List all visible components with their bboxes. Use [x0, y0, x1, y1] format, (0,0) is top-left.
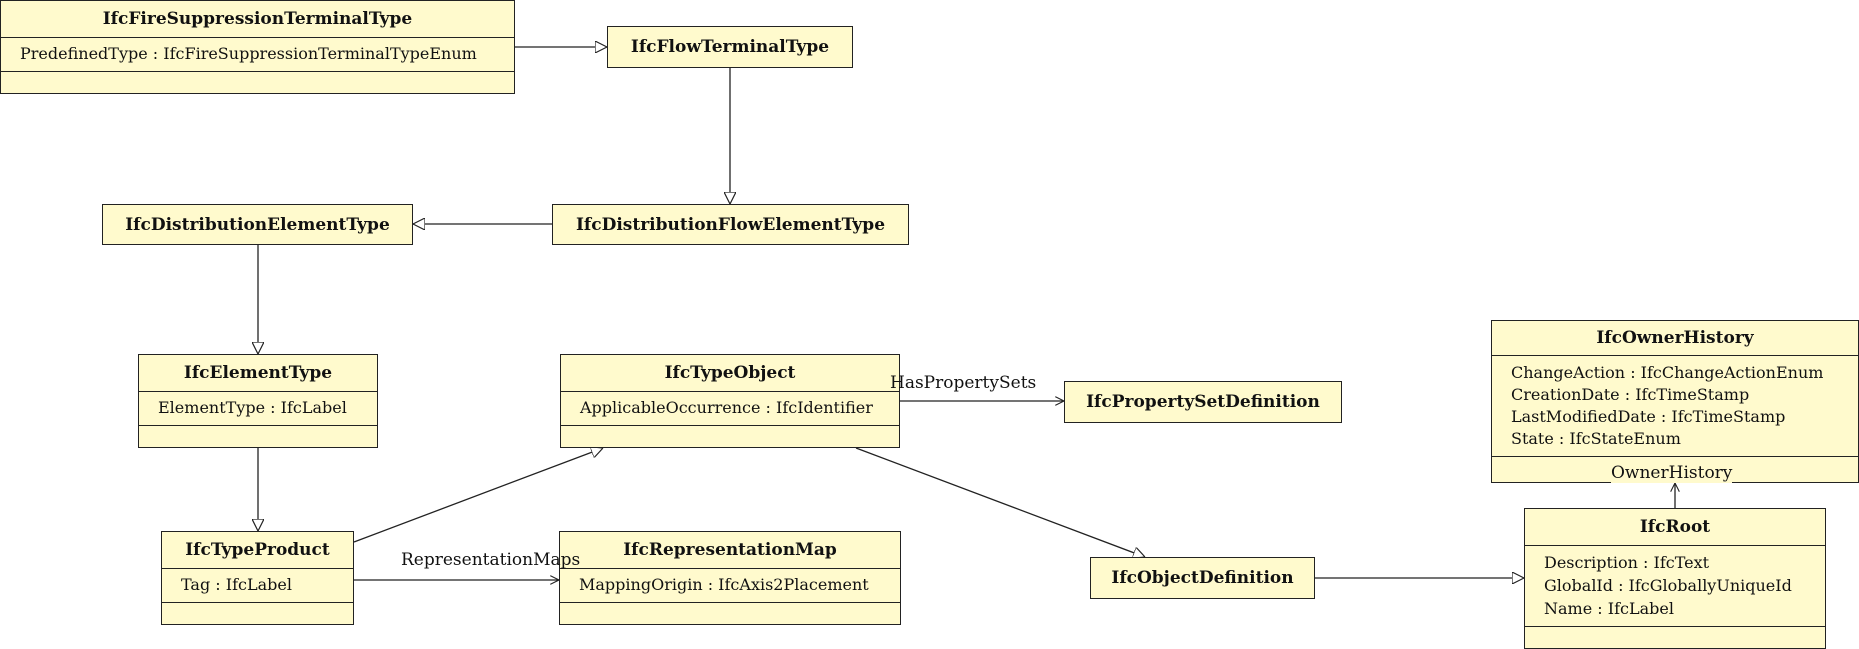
- association-label-representationmaps: RepresentationMaps: [401, 550, 581, 570]
- class-operations: [561, 425, 899, 444]
- class-ifcflowterminaltype[interactable]: IfcFlowTerminalType: [607, 26, 853, 68]
- class-name: IfcTypeProduct: [185, 540, 330, 560]
- class-operations: [560, 602, 900, 621]
- class-name: IfcPropertySetDefinition: [1086, 392, 1320, 412]
- class-name: IfcRepresentationMap: [623, 540, 837, 560]
- class-ifcpropertysetdefinition[interactable]: IfcPropertySetDefinition: [1064, 381, 1342, 423]
- attribute: ChangeAction : IfcChangeActionEnum: [1511, 363, 1824, 382]
- class-ifcfiresuppressionterminaltype[interactable]: IfcFireSuppressionTerminalType Predefine…: [0, 0, 515, 94]
- attribute: LastModifiedDate : IfcTimeStamp: [1511, 407, 1786, 426]
- class-ifctypeproduct[interactable]: IfcTypeProduct Tag : IfcLabel: [161, 531, 354, 625]
- attribute: State : IfcStateEnum: [1511, 429, 1681, 448]
- class-name: IfcFireSuppressionTerminalType: [102, 9, 413, 29]
- attribute: Tag : IfcLabel: [181, 575, 292, 594]
- attribute: ElementType : IfcLabel: [158, 398, 347, 417]
- class-name: IfcDistributionFlowElementType: [575, 215, 886, 235]
- class-name: IfcObjectDefinition: [1111, 568, 1294, 588]
- class-ifcdistributionelementtype[interactable]: IfcDistributionElementType: [102, 204, 413, 245]
- association-label-haspropertysets: HasPropertySets: [890, 373, 1037, 393]
- class-name: IfcTypeObject: [664, 363, 796, 383]
- class-attributes: Tag : IfcLabel: [162, 568, 353, 602]
- attribute: GlobalId : IfcGloballyUniqueId: [1544, 576, 1792, 595]
- attribute: Name : IfcLabel: [1544, 599, 1674, 618]
- attribute: PredefinedType : IfcFireSuppressionTermi…: [20, 44, 477, 63]
- class-operations: [1, 71, 514, 90]
- generalization-typeproduct-to-typeobject: [353, 448, 603, 543]
- attribute: CreationDate : IfcTimeStamp: [1511, 385, 1750, 404]
- class-ifcelementtype[interactable]: IfcElementType ElementType : IfcLabel: [138, 354, 378, 448]
- class-ifcroot[interactable]: IfcRoot Description : IfcText GlobalId :…: [1524, 508, 1826, 649]
- class-operations: [162, 602, 353, 621]
- class-attributes: ElementType : IfcLabel: [139, 391, 377, 425]
- generalization-typeobject-to-objectdefinition: [855, 447, 1145, 557]
- attribute: Description : IfcText: [1544, 553, 1710, 572]
- association-label-ownerhistory: OwnerHistory: [1611, 463, 1733, 483]
- class-operations: [1492, 456, 1858, 475]
- class-operations: [139, 425, 377, 444]
- attribute: MappingOrigin : IfcAxis2Placement: [579, 575, 869, 594]
- class-attributes: Description : IfcText GlobalId : IfcGlob…: [1525, 545, 1825, 626]
- class-ifcownerhistory[interactable]: IfcOwnerHistory ChangeAction : IfcChange…: [1491, 320, 1859, 483]
- class-name: IfcElementType: [183, 363, 333, 383]
- class-ifcdistributionflowelementtype[interactable]: IfcDistributionFlowElementType: [552, 204, 909, 245]
- class-name: IfcFlowTerminalType: [630, 37, 830, 57]
- attribute: ApplicableOccurrence : IfcIdentifier: [580, 398, 873, 417]
- class-attributes: ChangeAction : IfcChangeActionEnum Creat…: [1492, 355, 1858, 456]
- class-attributes: ApplicableOccurrence : IfcIdentifier: [561, 391, 899, 425]
- class-ifcrepresentationmap[interactable]: IfcRepresentationMap MappingOrigin : Ifc…: [559, 531, 901, 625]
- class-attributes: MappingOrigin : IfcAxis2Placement: [560, 568, 900, 602]
- class-ifctypeobject[interactable]: IfcTypeObject ApplicableOccurrence : Ifc…: [560, 354, 900, 448]
- class-name: IfcRoot: [1639, 517, 1711, 537]
- class-name: IfcOwnerHistory: [1596, 328, 1754, 348]
- class-attributes: PredefinedType : IfcFireSuppressionTermi…: [1, 37, 514, 71]
- class-name: IfcDistributionElementType: [125, 215, 390, 235]
- class-operations: [1525, 626, 1825, 645]
- class-ifcobjectdefinition[interactable]: IfcObjectDefinition: [1090, 557, 1315, 599]
